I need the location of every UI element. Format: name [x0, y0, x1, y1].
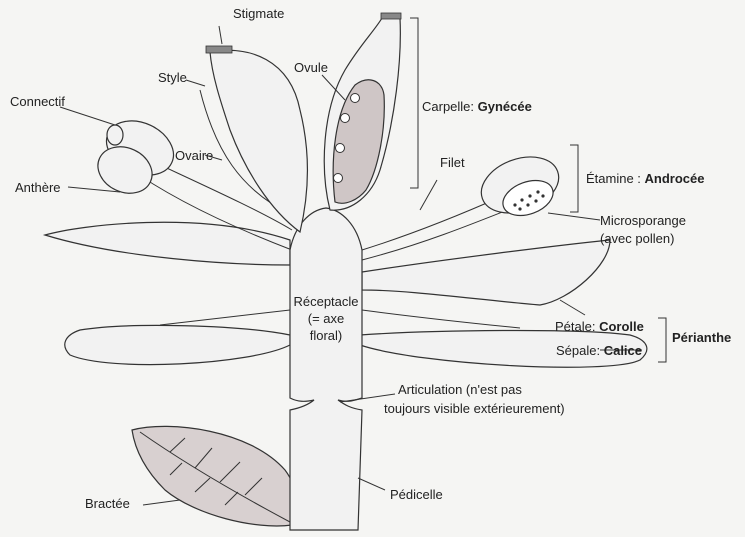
- receptacle: [290, 208, 362, 530]
- label-microsporange: Microsporange: [600, 213, 686, 228]
- label-sepale: Sépale: Calice: [556, 343, 642, 358]
- label-perianthe: Périanthe: [672, 330, 731, 345]
- bract-leaf: [132, 426, 297, 526]
- label-avec-pollen: (avec pollen): [600, 231, 674, 246]
- label-petale: Pétale: Corolle: [555, 319, 644, 334]
- label-etamine: Étamine : Androcée: [586, 171, 705, 186]
- right-anther: [474, 147, 567, 223]
- label-bractee: Bractée: [85, 496, 130, 511]
- label-style: Style: [158, 70, 187, 85]
- label-stigmate: Stigmate: [233, 6, 284, 21]
- label-articulation-2: toujours visible extérieurement): [384, 401, 565, 416]
- label-filet: Filet: [440, 155, 465, 170]
- label-articulation-1: Articulation (n'est pas: [398, 382, 522, 397]
- label-anthere: Anthère: [15, 180, 61, 195]
- label-carpelle: Carpelle: Gynécée: [422, 99, 532, 114]
- style-body: [206, 46, 308, 232]
- carpel: [324, 13, 401, 210]
- left-anther: [90, 111, 182, 202]
- label-receptacle-3: floral): [310, 328, 343, 343]
- label-receptacle-1: Réceptacle: [293, 294, 358, 309]
- label-ovaire: Ovaire: [175, 148, 213, 163]
- label-connectif: Connectif: [10, 94, 65, 109]
- label-ovule: Ovule: [294, 60, 328, 75]
- label-receptacle-2: (= axe: [308, 311, 345, 326]
- label-pedicelle: Pédicelle: [390, 487, 443, 502]
